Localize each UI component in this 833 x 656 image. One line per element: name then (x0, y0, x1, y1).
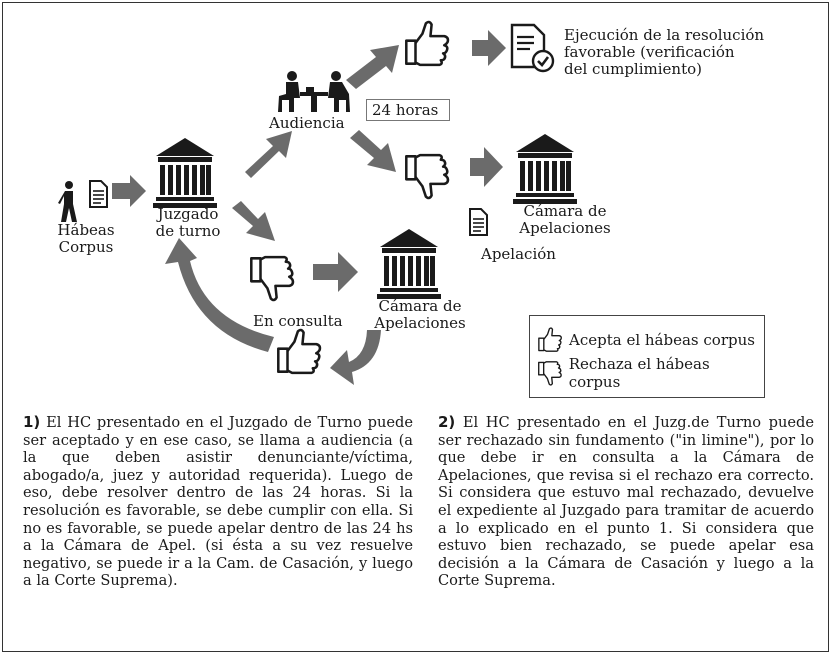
person-icon (58, 181, 77, 222)
paragraph-1-text: El HC presentado en el Juzgado de Turno … (23, 414, 414, 590)
meeting-icon (278, 71, 350, 112)
arrow-return-to-juzgado (165, 238, 274, 352)
en-consulta-label: En consulta (253, 312, 343, 330)
camara-bottom-label: Cámara de Apelaciones (374, 297, 466, 332)
paragraph-2: 2) El HC presentado en el Juzg.de Turno … (438, 413, 815, 590)
juzgado-label: Juzgado de turno (155, 205, 221, 240)
thumbs-up-icon-top (405, 20, 450, 67)
arrow-habeas-to-juzgado (112, 175, 146, 207)
thumbs-down-icon-middle (405, 153, 450, 200)
flow-arrows (112, 30, 506, 385)
thumbs-up-icon (538, 327, 562, 352)
camara-top-label: Cámara de Apelaciones (519, 202, 611, 237)
legend-accept: Acepta el hábeas corpus (536, 327, 755, 353)
arrow-audiencia-to-accept (346, 45, 399, 89)
paragraph-2-number: 2) (438, 413, 456, 431)
apelacion-label: Apelación (481, 245, 556, 263)
camara-top-building-icon (513, 134, 577, 204)
arrow-accept-to-ejecucion (472, 30, 506, 66)
paragraph-1-number: 1) (23, 413, 41, 431)
hours-box: 24 horas (366, 99, 450, 121)
thumbs-down-icon (538, 361, 562, 386)
camara-bottom-building-icon (377, 229, 441, 299)
legend-reject: Rechaza el hábeas corpus (536, 355, 764, 391)
ejecucion-label: Ejecución de la resolución favorable (ve… (564, 26, 765, 78)
document-icon (89, 180, 108, 208)
thumbs-up-icon-bottom (277, 328, 322, 375)
legend-reject-label: Rechaza el hábeas corpus (568, 355, 710, 391)
thumbs-down-icon-consulta (250, 255, 295, 302)
flow-diagram (58, 20, 577, 385)
habeas-corpus-label: Hábeas Corpus (57, 221, 115, 256)
arrow-reject-to-camara (470, 147, 503, 187)
arrow-juzgado-to-audiencia (245, 131, 292, 178)
arrow-audiencia-to-reject (350, 130, 396, 172)
arrow-consulta-to-camara (313, 252, 358, 292)
apelacion-document-icon (469, 208, 488, 236)
juzgado-building-icon (153, 138, 217, 208)
audiencia-label: Audiencia (269, 114, 345, 132)
paragraph-2-text: El HC presentado en el Juzg.de Turno pue… (438, 414, 815, 590)
document-check-icon (510, 23, 555, 73)
arrow-camara-to-return (330, 330, 381, 385)
arrow-juzgado-to-consulta (232, 201, 275, 241)
legend-accept-label: Acepta el hábeas corpus (569, 331, 755, 349)
legend: Acepta el hábeas corpus Rechaza el hábea… (529, 315, 765, 398)
paragraph-1: 1) El HC presentado en el Juzgado de Tur… (23, 413, 414, 590)
